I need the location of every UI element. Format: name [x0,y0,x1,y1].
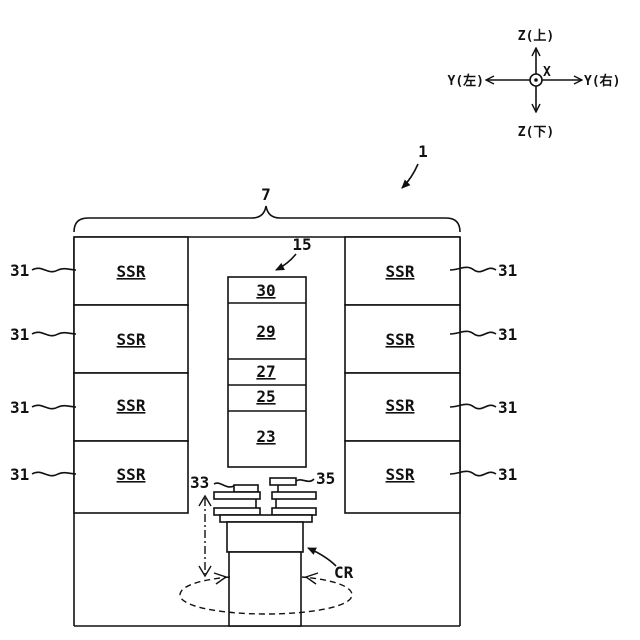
ssr-ref-number: 31 [498,398,517,417]
brace-line [74,206,460,232]
hand-35-number: 35 [316,469,335,488]
stack-number: 15 [292,235,311,254]
ssr-ref-number: 31 [10,398,29,417]
y-right-label: Y(右) [584,73,620,89]
frame-number: 7 [261,185,271,204]
x-axis-dot [534,78,538,82]
ssr-ref-number: 31 [498,465,517,484]
left-ssr-column: SSR SSR SSR SSR [74,237,188,513]
hand-33-upper [214,492,260,499]
leader-line [32,268,76,271]
ssr-label: SSR [386,465,415,484]
robot-plate [220,515,312,522]
robot-arrow [308,548,336,566]
robot-head [227,522,303,552]
apparatus-reference: 1 [402,142,428,188]
ssr-label: SSR [386,262,415,281]
hand-33-number: 33 [190,473,209,492]
hand-35-upper [272,492,316,499]
unit-29-label: 29 [256,322,275,341]
hand-35-lower [272,508,316,515]
frame-brace: 7 [74,185,460,232]
ssr-ref-number: 31 [498,325,517,344]
hand-33-lower [214,508,260,515]
leader-line [32,332,76,335]
stack-arrow [276,254,296,270]
unit-30-label: 30 [256,281,275,300]
ssr-ref-number: 31 [10,465,29,484]
leader-line [32,405,76,408]
hand-35-tip [270,478,296,485]
ssr-label: SSR [117,330,146,349]
hand-33-leader [214,483,234,487]
ssr-label: SSR [117,262,146,281]
ssr-ref-number: 31 [10,261,29,280]
hand-33-tip [234,485,258,492]
robot-label: CR [334,563,354,582]
ssr-ref-number: 31 [498,261,517,280]
y-left-label: Y(左) [448,73,484,89]
unit-23-label: 23 [256,427,275,446]
hand-35-leader [296,479,314,481]
ssr-label: SSR [386,330,415,349]
left-ssr-callouts: 31 31 31 31 [10,261,76,484]
center-unit-stack: 15 30 29 27 25 23 [228,235,312,467]
center-robot: 33 35 CR [180,469,354,626]
z-down-label: Z(下) [518,125,554,140]
z-up-label: Z(上) [518,29,554,44]
unit-25-label: 25 [256,387,275,406]
apparatus-arrow [402,164,418,188]
coordinate-axes: Z(上) Z(下) Y(左) Y(右) X [448,29,621,140]
ssr-label: SSR [117,465,146,484]
right-ssr-column: SSR SSR SSR SSR [345,237,460,513]
apparatus-number: 1 [418,142,428,161]
ssr-label: SSR [386,396,415,415]
ssr-ref-number: 31 [10,325,29,344]
ssr-label: SSR [117,396,146,415]
x-label: X [543,65,551,80]
robot-body [229,552,301,626]
leader-line [32,472,76,475]
unit-27-label: 27 [256,362,275,381]
